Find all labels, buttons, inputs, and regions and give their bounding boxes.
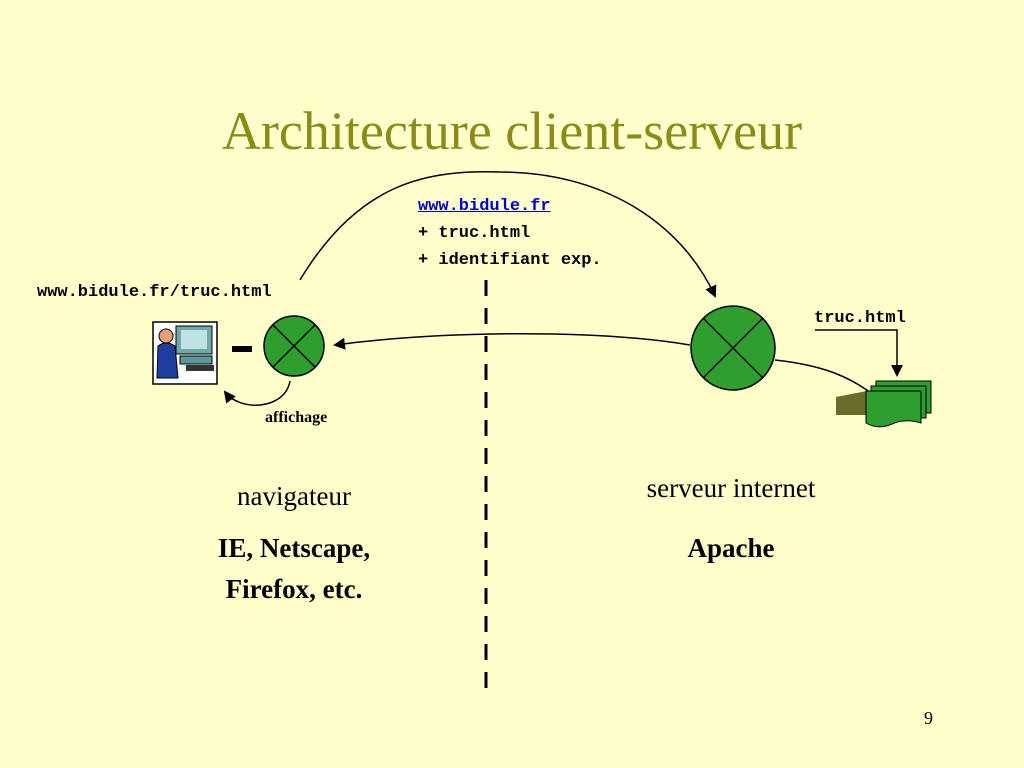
server-file-label: truc.html [814,309,906,328]
client-node-icon [263,315,325,377]
computer-user-icon [152,321,218,385]
client-examples-line2: Firefox, etc. [225,574,363,604]
client-examples-line1: IE, Netscape, [217,533,371,563]
request-file-line: + truc.html [418,224,531,243]
minus-connector [232,346,252,352]
documents-stack-icon [836,380,932,428]
client-label: navigateur [237,481,351,511]
server-example: Apache [687,533,775,563]
file-arrow [815,329,903,377]
display-arrow [223,380,291,406]
request-id-line: + identifiant exp. [418,251,602,270]
server-label: serveur internet [646,473,816,503]
page-number: 9 [924,708,933,728]
client-url-label: www.bidule.fr/truc.html [37,283,272,302]
display-label: affichage [265,409,328,426]
request-url-link[interactable]: www.bidule.fr [418,197,551,216]
request-arc-arrow [299,171,717,298]
response-arrow [333,333,691,350]
server-node-icon [690,305,776,391]
slide-title: Architecture client-serveur [221,101,803,161]
